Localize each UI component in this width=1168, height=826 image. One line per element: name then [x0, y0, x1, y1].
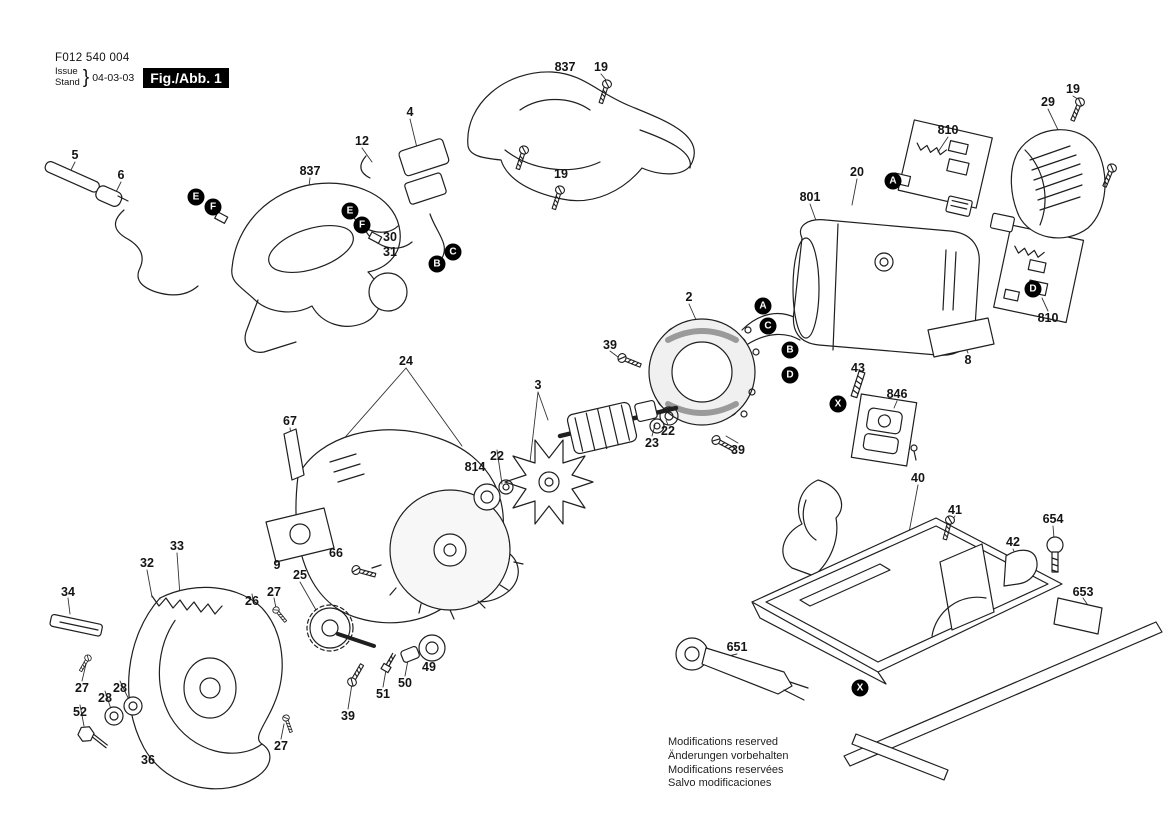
circled-letter-label: B	[781, 341, 799, 359]
brace-glyph: }	[82, 67, 90, 88]
lower-blade-guard	[49, 586, 283, 790]
switch-assembly	[351, 138, 450, 259]
part-number-label: 27	[75, 681, 89, 695]
part-number-label: 27	[267, 585, 281, 599]
circled-letter-label: X	[851, 679, 869, 697]
part-number-label: 39	[341, 709, 355, 723]
part-number-label: 3	[534, 378, 542, 392]
circled-letter-label: E	[187, 188, 205, 206]
part-number-label: 654	[1042, 512, 1064, 526]
part-number-label: 19	[1066, 82, 1080, 96]
part-number-label: 29	[1041, 95, 1055, 109]
circled-letter-label: D	[1024, 280, 1042, 298]
part-number-label: 67	[283, 414, 297, 428]
part-number-label: 6	[117, 168, 125, 182]
upper-handle-half	[467, 71, 695, 212]
note-line: Modifications reservées	[668, 763, 784, 776]
circled-letter-label: F	[353, 216, 371, 234]
part-number-label: 36	[141, 753, 155, 767]
arbor-hardware	[345, 634, 446, 689]
circled-letter-label: D	[781, 366, 799, 384]
part-number-label: 28	[98, 691, 112, 705]
note-line: Modifications reserved	[668, 736, 779, 748]
figure-number-box: Fig./Abb. 1	[143, 68, 229, 88]
wrench	[675, 637, 809, 701]
bearing-block	[850, 370, 918, 467]
circled-letter-label: A	[754, 297, 772, 315]
part-number-label: 5	[71, 148, 79, 162]
part-number-label: 27	[274, 739, 288, 753]
edge-guide	[843, 597, 1163, 781]
armature	[504, 351, 737, 525]
issue-label: Issue	[55, 66, 78, 78]
part-number-label: 51	[376, 687, 390, 701]
note-line: Salvo modificaciones	[668, 777, 772, 790]
circled-letter-label: F	[204, 198, 222, 216]
part-number-label: 34	[61, 585, 75, 599]
part-number-label: 810	[937, 123, 959, 137]
power-cord	[44, 161, 199, 296]
part-number-label: 66	[329, 546, 343, 560]
circled-letter-label: X	[829, 395, 847, 413]
part-number-label: 2	[685, 290, 693, 304]
part-number-label: 33	[170, 539, 184, 553]
field-stator	[648, 312, 801, 426]
document-number: F012 540 004	[55, 52, 130, 64]
part-number-label: 801	[799, 190, 821, 204]
title-block: F012 540 004 Issue Stand } 04-03-03 Fig.…	[55, 52, 229, 89]
part-number-label: 19	[554, 167, 568, 181]
part-number-label: 837	[299, 164, 321, 178]
part-number-label: 846	[886, 387, 908, 401]
issue-date: 04-03-03	[92, 72, 135, 84]
part-number-label: 49	[422, 660, 436, 674]
part-number-label: 30	[383, 230, 397, 244]
part-number-label: 39	[603, 338, 617, 352]
part-number-label: 12	[355, 134, 369, 148]
circled-letter-label: E	[341, 202, 359, 220]
part-number-label: 24	[399, 354, 413, 368]
part-number-label: 50	[398, 676, 412, 690]
part-number-label: 42	[1006, 535, 1020, 549]
part-number-label: 41	[948, 503, 962, 517]
circled-letter-label: B	[428, 255, 446, 273]
part-number-label: 9	[273, 558, 281, 572]
part-number-label: 22	[661, 424, 675, 438]
part-number-label: 653	[1072, 585, 1094, 599]
circled-letter-label: A	[884, 172, 902, 190]
part-number-label: 810	[1037, 311, 1059, 325]
part-number-label: 40	[911, 471, 925, 485]
part-number-label: 25	[293, 568, 307, 582]
motor-housing	[792, 219, 995, 358]
part-number-label: 19	[594, 60, 608, 74]
upper-blade-guard	[265, 428, 524, 624]
part-number-label: 26	[245, 594, 259, 608]
part-number-label: 52	[73, 705, 87, 719]
circled-letter-label: C	[759, 317, 777, 335]
part-number-label: 814	[464, 460, 486, 474]
base-plate	[751, 479, 1064, 685]
circled-letter-label: C	[444, 243, 462, 261]
part-number-label: 28	[113, 681, 127, 695]
stand-label: Stand	[55, 77, 80, 88]
issue-stand-labels: Issue Stand	[55, 66, 80, 89]
part-number-label: 837	[554, 60, 576, 74]
part-number-label: 20	[850, 165, 864, 179]
main-handle	[214, 182, 408, 353]
part-number-label: 32	[140, 556, 154, 570]
part-number-label: 31	[383, 245, 397, 259]
part-number-label: 22	[490, 449, 504, 463]
part-number-label: 43	[851, 361, 865, 375]
note-line: Änderungen vorbehalten	[668, 749, 789, 762]
motor-end-cap	[1010, 96, 1119, 239]
part-number-label: 23	[645, 436, 659, 450]
part-number-label: 39	[731, 443, 745, 457]
modification-notes: Modifications reserved Änderungen vorbeh…	[668, 736, 788, 791]
part-number-label: 4	[406, 105, 414, 119]
part-number-label: 651	[726, 640, 748, 654]
part-number-label: 8	[964, 353, 972, 367]
